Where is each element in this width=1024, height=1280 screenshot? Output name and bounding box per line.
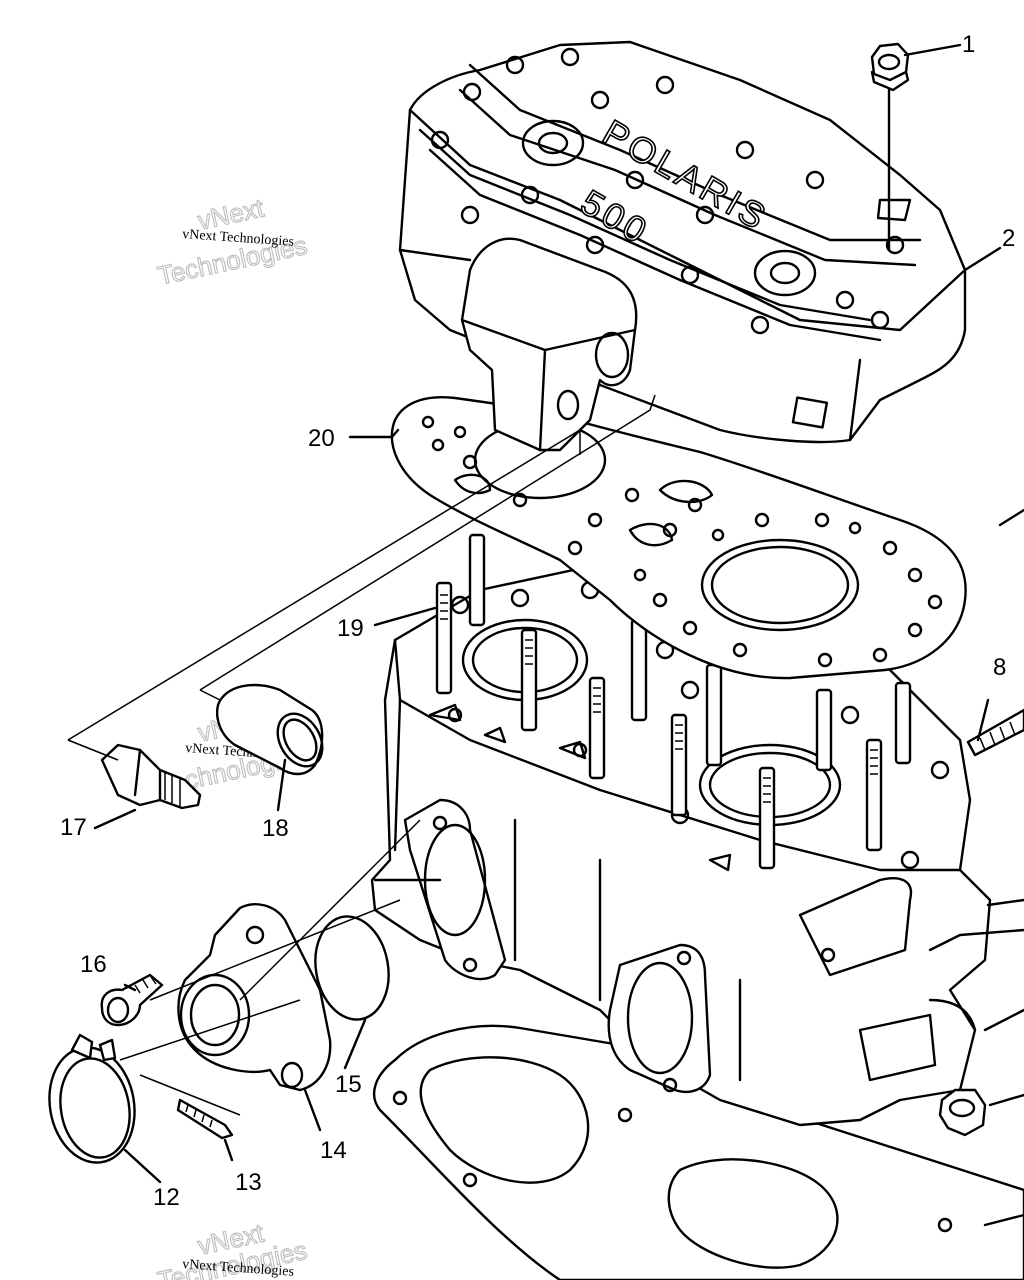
head-gasket <box>390 396 967 680</box>
base-gasket <box>372 1024 1024 1280</box>
water-elbow <box>177 903 332 1092</box>
callout-leaders <box>93 43 1024 1227</box>
screw-13 <box>176 1098 234 1140</box>
watermark-bottom-left: vNext Technologies vNext Technologies <box>154 1217 310 1280</box>
callout-15: 15 <box>335 1071 362 1098</box>
sleeve <box>216 683 324 776</box>
callout-16: 16 <box>80 951 107 978</box>
hose-clamp <box>48 1033 136 1164</box>
callout-1: 1 <box>962 31 975 58</box>
stud-8 <box>966 708 1024 757</box>
callout-2: 2 <box>1002 225 1015 252</box>
o-ring <box>314 915 390 1021</box>
callout-8: 8 <box>993 654 1006 681</box>
cover-nut <box>870 42 910 92</box>
screw-16 <box>100 973 164 1027</box>
head-cover: POLARIS 500 <box>398 40 967 452</box>
temperature-sensor <box>100 743 202 810</box>
callout-14: 14 <box>320 1137 347 1164</box>
callout-18: 18 <box>262 815 289 842</box>
callout-20: 20 <box>308 425 335 452</box>
watermark-top-left: vNext Technologies vNext Technologies <box>154 192 310 291</box>
side-nut <box>938 1088 987 1137</box>
callout-13: 13 <box>235 1169 262 1196</box>
callout-19: 19 <box>337 615 364 642</box>
cylinder-studs <box>435 533 912 870</box>
callout-12: 12 <box>153 1184 180 1211</box>
sensor-leader-lines <box>67 394 656 761</box>
assembly-axis-lines <box>119 819 421 1116</box>
callout-17: 17 <box>60 814 87 841</box>
